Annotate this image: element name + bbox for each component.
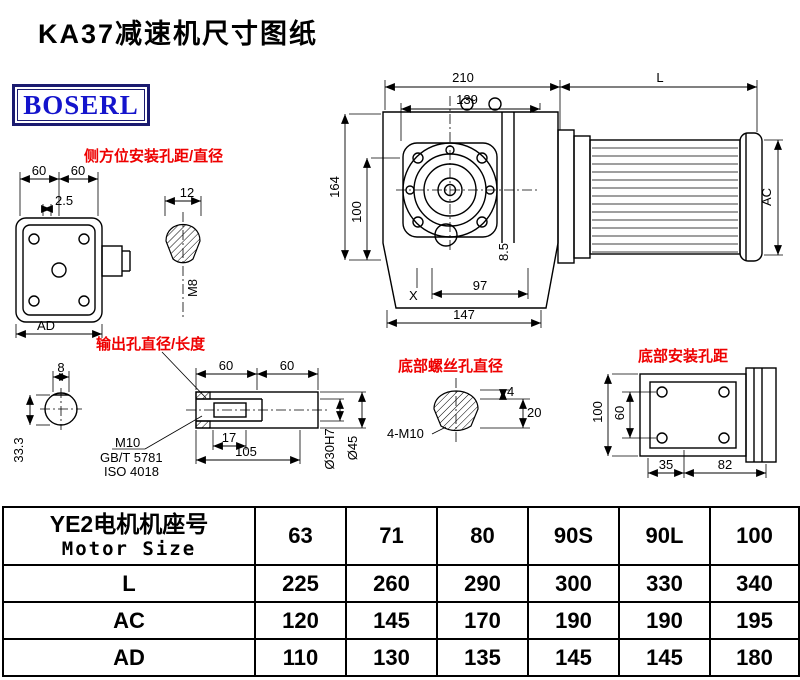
dim-mount-60: 60 <box>612 406 627 420</box>
technical-drawing: 60 60 2.5 AD 12 M8 <box>11 70 783 479</box>
L-value: 225 <box>254 564 347 603</box>
motor-size-table: YE2电机机座号 Motor Size 63 71 80 90S 90L 100… <box>2 506 800 677</box>
dim-main-210: 210 <box>452 70 474 85</box>
table-row-L: L 225 260 290 300 330 340 <box>2 564 800 603</box>
label-output-hole: 输出孔直径/长度 <box>96 336 206 353</box>
label-bottom-mount-holes: 底部安装孔距 <box>638 348 729 365</box>
m8-hole-detail: 12 M8 <box>164 185 202 318</box>
dim-screw-thread: 4-M10 <box>387 426 424 441</box>
dim-top-60a: 60 <box>32 163 46 178</box>
row-label-AD: AD <box>2 638 256 677</box>
L-value: 260 <box>345 564 438 603</box>
gearbox-front-view: 210 L 139 164 100 8.5 X <box>327 70 758 328</box>
L-value: 290 <box>436 564 529 603</box>
dim-shaft-8: 8 <box>57 360 64 375</box>
dim-shaft-60a: 60 <box>219 358 233 373</box>
frame-size-100: 100 <box>709 506 800 566</box>
bottom-mount-view: 100 60 35 82 <box>590 367 777 478</box>
dim-screw-4: 4 <box>507 384 514 399</box>
brand-logo-text: BOSERL <box>23 89 139 120</box>
motor-side-view: AC <box>557 129 783 264</box>
dim-main-147: 147 <box>453 307 475 322</box>
AD-value: 145 <box>527 638 620 677</box>
AD-value: 130 <box>345 638 438 677</box>
dim-top-60b: 60 <box>71 163 85 178</box>
table-row-AD: AD 110 130 135 145 145 180 <box>2 638 800 677</box>
dim-mount-35: 35 <box>659 457 673 472</box>
frame-size-63: 63 <box>254 506 347 566</box>
motor-size-header-cell: YE2电机机座号 Motor Size <box>2 506 256 566</box>
frame-size-90s: 90S <box>527 506 620 566</box>
dim-shaft-33-3: 33.3 <box>11 437 26 462</box>
dim-main-139: 139 <box>456 92 478 107</box>
dim-motor-ac: AC <box>759 188 774 206</box>
label-bottom-screw-hole: 底部螺丝孔直径 <box>398 358 504 375</box>
dim-m8-12: 12 <box>180 185 194 200</box>
frame-size-80: 80 <box>436 506 529 566</box>
dim-shaft-105: 105 <box>235 444 257 459</box>
frame-size-90l: 90L <box>618 506 711 566</box>
dim-main-100: 100 <box>349 201 364 223</box>
AD-value: 145 <box>618 638 711 677</box>
page-title: KA37减速机尺寸图纸 <box>38 19 319 49</box>
AC-value: 190 <box>618 601 711 640</box>
dim-main-x: X <box>409 288 418 303</box>
shaft-standard-iso: ISO 4018 <box>104 464 159 479</box>
dim-motor-L: L <box>656 70 663 85</box>
output-shaft-detail: 8 33.3 60 60 17 <box>11 351 366 479</box>
brand-logo: BOSERL <box>12 84 150 126</box>
dim-top-ad: AD <box>37 318 55 333</box>
row-label-L: L <box>2 564 256 603</box>
dim-mount-82: 82 <box>718 457 732 472</box>
AC-value: 170 <box>436 601 529 640</box>
table-row-AC: AC 120 145 170 190 190 195 <box>2 601 800 640</box>
AD-value: 110 <box>254 638 347 677</box>
dim-m8-thread: M8 <box>185 279 200 297</box>
gearbox-top-view: 60 60 2.5 AD <box>15 163 131 338</box>
dim-shaft-17: 17 <box>222 430 236 445</box>
AD-value: 180 <box>709 638 800 677</box>
frame-size-71: 71 <box>345 506 438 566</box>
motor-size-title-en: Motor Size <box>61 538 197 561</box>
dim-shaft-thread: M10 <box>115 435 140 450</box>
L-value: 340 <box>709 564 800 603</box>
AC-value: 145 <box>345 601 438 640</box>
L-value: 330 <box>618 564 711 603</box>
shaft-standard-gb: GB/T 5781 <box>100 450 163 465</box>
bottom-screw-hole-detail: 4-M10 4 20 <box>387 378 541 442</box>
dim-mount-100: 100 <box>590 401 605 423</box>
AC-value: 120 <box>254 601 347 640</box>
L-value: 300 <box>527 564 620 603</box>
AC-value: 190 <box>527 601 620 640</box>
dim-main-164: 164 <box>327 176 342 198</box>
row-label-AC: AC <box>2 601 256 640</box>
dim-top-2-5: 2.5 <box>55 193 73 208</box>
label-side-mount-holes: 侧方位安装孔距/直径 <box>84 148 224 165</box>
table-header-row: YE2电机机座号 Motor Size 63 71 80 90S 90L 100 <box>2 506 800 566</box>
motor-size-title-cn: YE2电机机座号 <box>49 510 209 537</box>
dim-main-97: 97 <box>473 278 487 293</box>
dim-shaft-od: Ø45 <box>345 436 360 461</box>
dim-screw-20: 20 <box>527 405 541 420</box>
AD-value: 135 <box>436 638 529 677</box>
AC-value: 195 <box>709 601 800 640</box>
dim-shaft-60b: 60 <box>280 358 294 373</box>
dim-main-8-5: 8.5 <box>496 243 511 261</box>
dim-shaft-bore: Ø30H7 <box>322 428 337 469</box>
